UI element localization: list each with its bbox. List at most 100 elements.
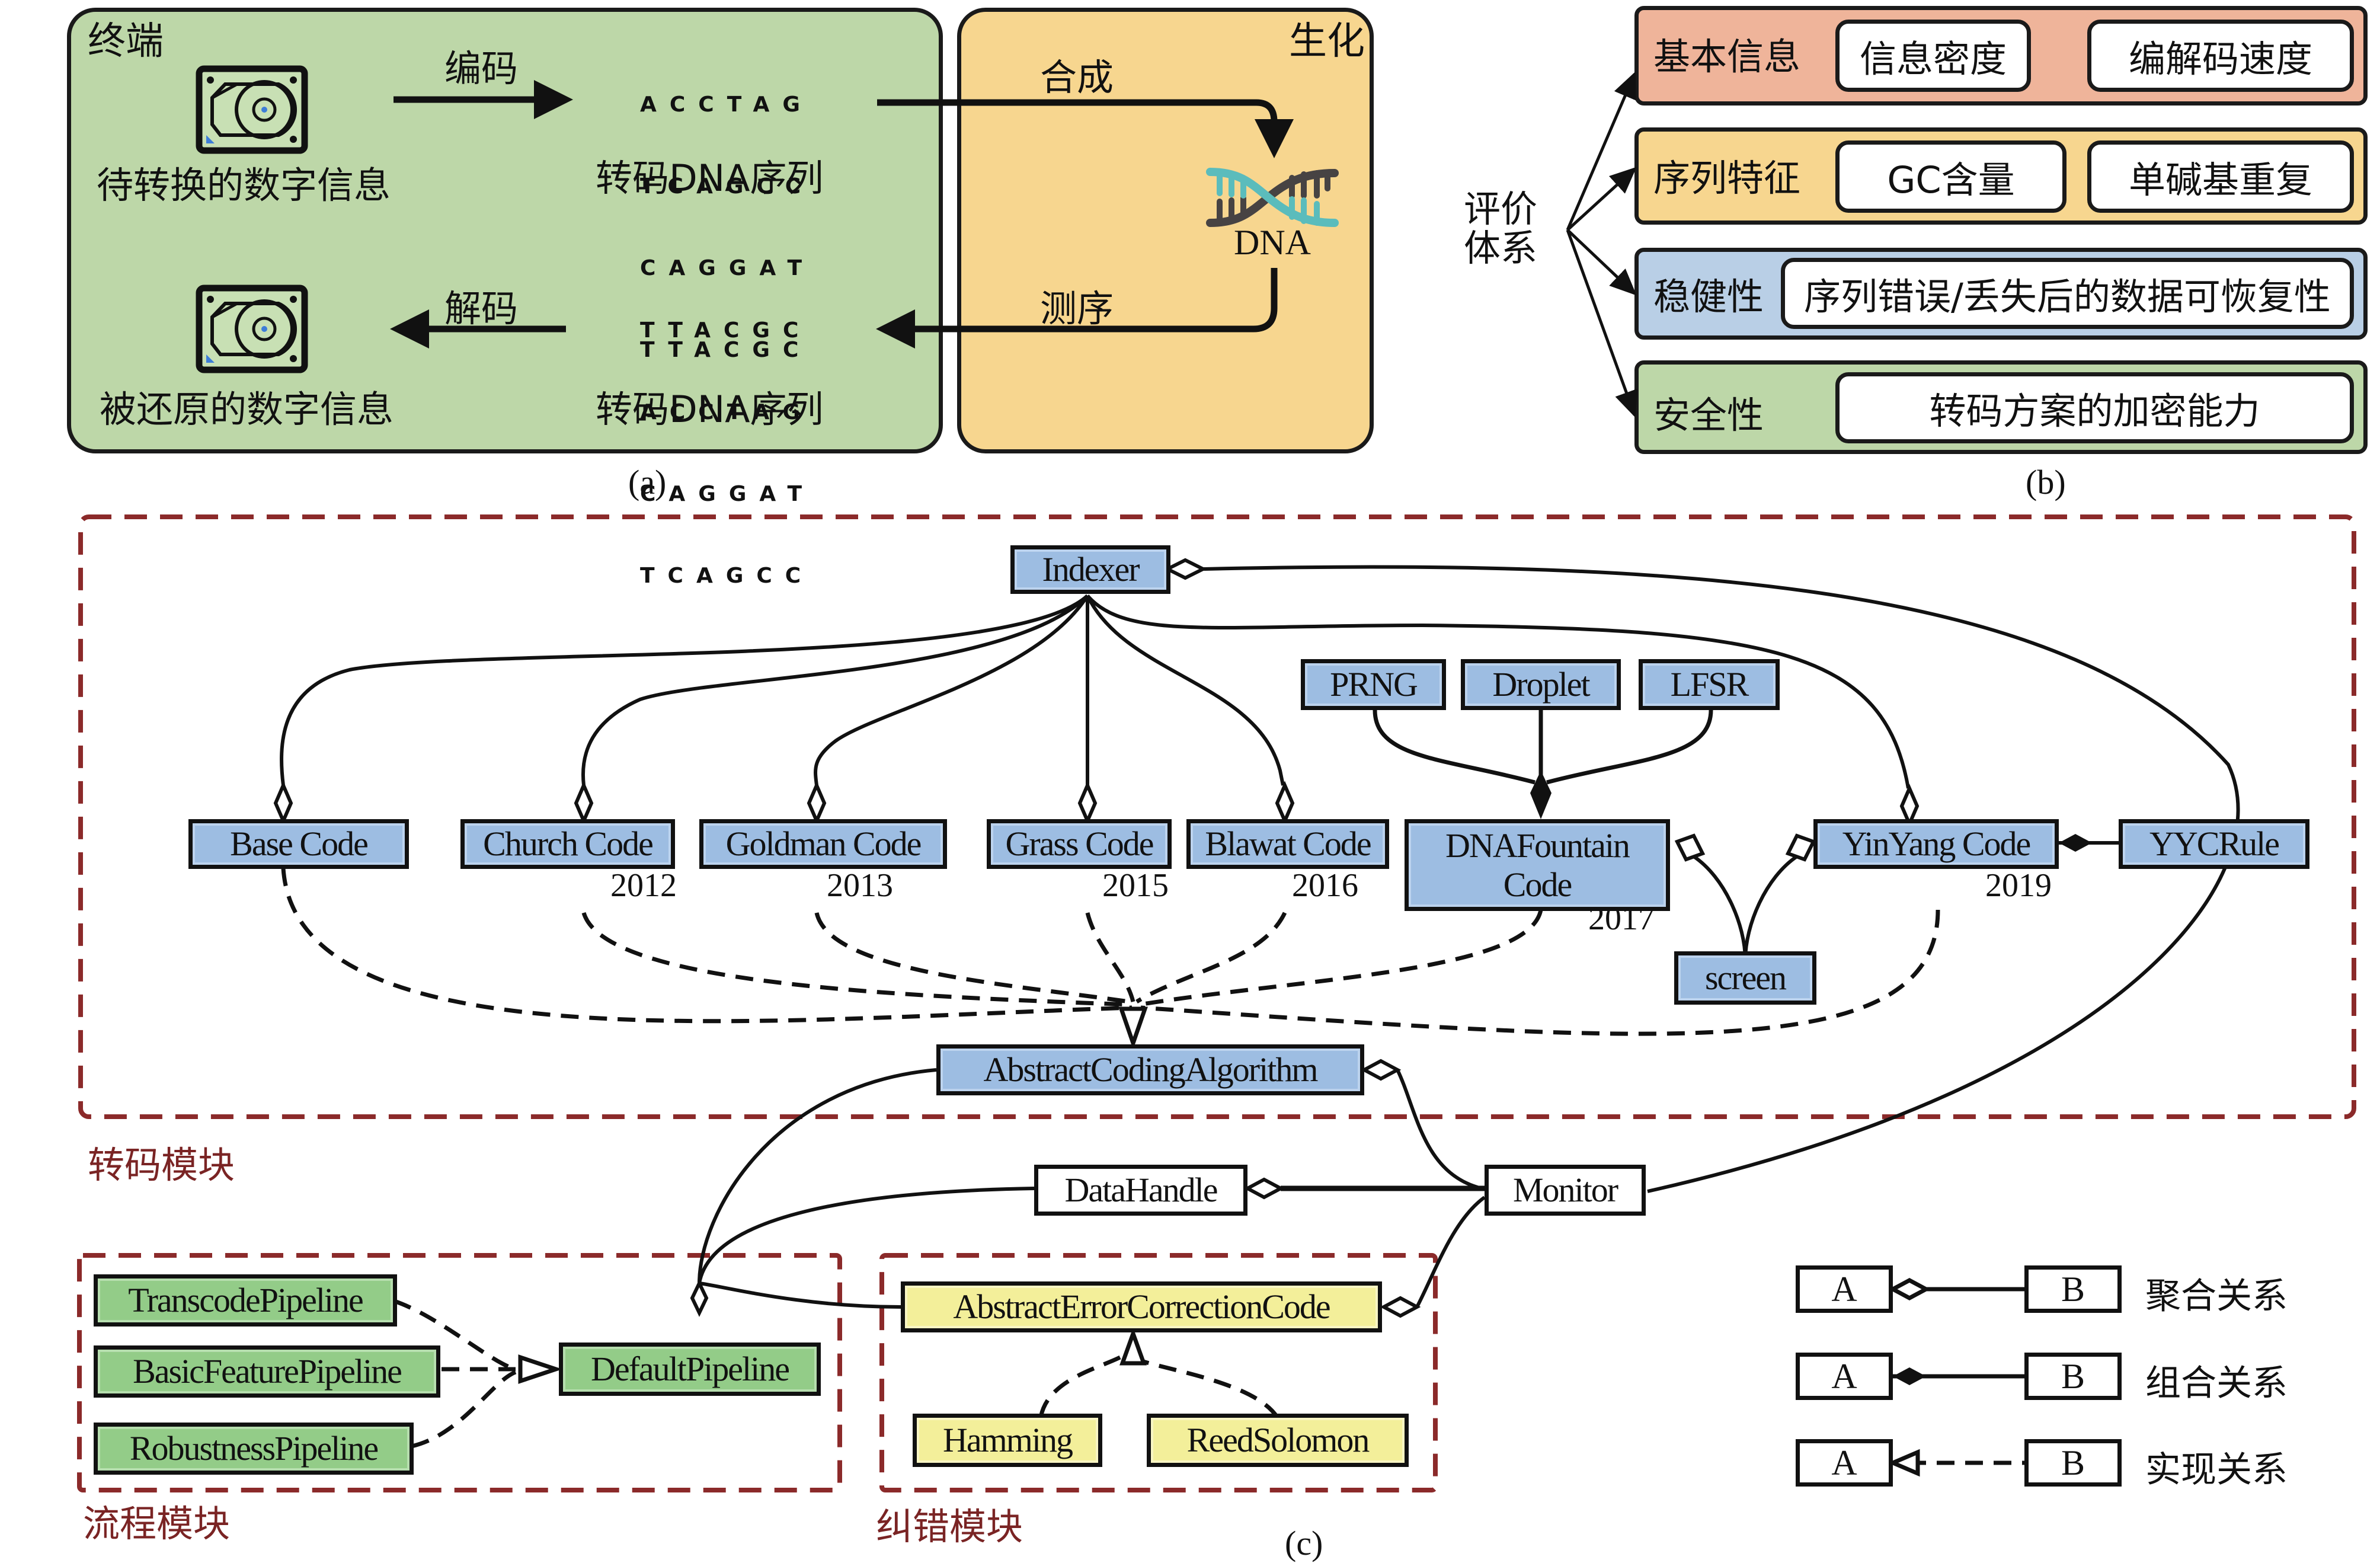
sequence-line: TTACGC <box>640 338 812 362</box>
node-transcode-pipeline: TranscodePipeline <box>94 1274 397 1327</box>
eval-system-root: 评价 体系 <box>1464 190 1537 268</box>
sequencing-arrow <box>876 268 1278 349</box>
hollow-triangles <box>518 1006 1148 1384</box>
legend-box-b: B <box>2024 1353 2122 1400</box>
figure-label-b: (b) <box>2026 463 2066 501</box>
biochem-title: 生化 <box>1289 20 1365 63</box>
eval-item-gc-content: GC含量 <box>1835 140 2066 213</box>
aca-to-monitor <box>1396 1069 1482 1190</box>
panel-a-arrows <box>390 80 1294 349</box>
indexer-aggregations <box>280 565 2240 1193</box>
encoded-sequence: ACCTAG TCAGCC CAGGAT TTACGC <box>640 37 815 391</box>
node-indexer: Indexer <box>1010 545 1170 594</box>
node-label-line: Code <box>1503 865 1572 904</box>
node-lfsr: LFSR <box>1639 659 1780 710</box>
datahandle-to-default-pipeline <box>698 1187 1035 1284</box>
year-dnafountain: 2017 <box>1588 900 1655 937</box>
node-droplet: Droplet <box>1461 659 1621 710</box>
eval-item-homopolymer: 单碱基重复 <box>2087 140 2354 213</box>
eval-item-info-density: 信息密度 <box>1835 20 2031 92</box>
legend-box-a: A <box>1796 1353 1893 1400</box>
node-monitor: Monitor <box>1485 1165 1646 1216</box>
node-grass-code: Grass Code <box>987 819 1172 869</box>
node-hamming: Hamming <box>913 1414 1102 1467</box>
aecc-diamond <box>1380 1296 1421 1318</box>
node-abstract-error-correction-code: AbstractErrorCorrectionCode <box>901 1281 1382 1332</box>
yinyang-screen-diamond <box>1785 833 1816 862</box>
node-yycrule: YYCRule <box>2119 819 2309 869</box>
sequence-line: CAGGAT <box>640 482 815 506</box>
node-label-line: DNAFountain <box>1445 826 1630 865</box>
encode-label: 编码 <box>444 47 519 90</box>
module-label-pipeline: 流程模块 <box>83 1502 231 1545</box>
year-yinyang: 2019 <box>1985 867 2052 904</box>
transcoding-module-box <box>78 514 2356 1119</box>
sequence-line: CAGGAT <box>640 256 815 280</box>
node-base-code: Base Code <box>188 819 409 869</box>
eval-label-security: 安全性 <box>1653 394 1764 437</box>
node-prng: PRNG <box>1301 659 1446 710</box>
node-abstract-coding-algorithm: AbstractCodingAlgorithm <box>936 1044 1364 1095</box>
legend-hollow-diamond <box>1888 1278 1931 1300</box>
figure-label-c: (c) <box>1285 1524 1323 1562</box>
pipeline-module-box <box>77 1253 842 1492</box>
eval-item-codec-speed: 编解码速度 <box>2087 20 2354 92</box>
legend-box-b: B <box>2024 1265 2122 1313</box>
legend-box-a: A <box>1796 1265 1893 1313</box>
legend-text-composition: 组合关系 <box>2145 1363 2288 1404</box>
year-grass: 2015 <box>1102 867 1169 904</box>
sequence-line: ACCTAG <box>640 92 813 117</box>
legend-box-a: A <box>1796 1439 1893 1487</box>
module-label-error-correction: 纠错模块 <box>876 1505 1023 1548</box>
datahandle-diamond <box>1243 1177 1285 1200</box>
eval-item-encryption: 转码方案的加密能力 <box>1835 372 2354 443</box>
synthesis-arrow <box>877 99 1294 158</box>
fountain-filled-diamond <box>1530 771 1552 819</box>
legend-filled-diamond <box>1893 1367 1926 1385</box>
source-data-caption: 待转换的数字信息 <box>97 164 391 207</box>
aecc-to-monitor <box>1415 1196 1486 1308</box>
fountain-compositions <box>1373 709 1713 785</box>
aca-diamond <box>1360 1059 1402 1081</box>
realization-lines <box>281 868 1940 1449</box>
legend-text-realization: 实现关系 <box>2145 1449 2288 1491</box>
module-label-transcoding: 转码模块 <box>88 1143 235 1187</box>
node-datahandle: DataHandle <box>1034 1165 1247 1216</box>
sequence-line: ACCTAG <box>640 400 813 424</box>
synthesis-label: 合成 <box>1040 56 1114 99</box>
figure-label-a: (a) <box>628 463 667 501</box>
dna-label: DNA <box>1234 223 1311 262</box>
sequence-caption-top: 转码DNA序列 <box>596 156 824 200</box>
sequencing-label: 测序 <box>1040 287 1114 330</box>
node-dnafountain-code: DNAFountain Code <box>1405 819 1670 911</box>
sequence-line: TCAGCC <box>640 174 814 199</box>
node-screen: screen <box>1674 951 1816 1005</box>
node-yinyang-code: YinYang Code <box>1813 819 2059 869</box>
dnafountain-screen-diamond <box>1674 833 1706 862</box>
legend-text-aggregation: 聚合关系 <box>2145 1276 2288 1317</box>
terminal-title: 终端 <box>88 20 164 63</box>
indexer-diamond <box>1163 558 1207 580</box>
year-church: 2012 <box>610 867 677 904</box>
module-boxes <box>77 514 2356 1492</box>
node-default-pipeline: DefaultPipeline <box>559 1343 821 1396</box>
panel-b-fan <box>1566 71 1638 418</box>
legend-box-b: B <box>2024 1439 2122 1487</box>
aecc-to-default-pipeline <box>699 1281 901 1309</box>
eval-label-sequence-features: 序列特征 <box>1653 156 1801 200</box>
node-robustness-pipeline: RobustnessPipeline <box>94 1423 414 1475</box>
node-basic-feature-pipeline: BasicFeaturePipeline <box>94 1345 440 1398</box>
dna-helix-icon <box>1206 168 1339 227</box>
aca-to-default-pipeline <box>698 1068 937 1284</box>
restored-data-caption: 被还原的数字信息 <box>100 388 394 431</box>
node-reed-solomon: ReedSolomon <box>1147 1414 1409 1467</box>
year-goldman: 2013 <box>827 867 893 904</box>
hard-drive-icon <box>196 65 308 154</box>
sequence-line: TTACGC <box>640 318 812 343</box>
sequence-line: TCAGCC <box>640 564 814 588</box>
biochem-panel <box>957 8 1374 453</box>
root-label-line: 体系 <box>1464 226 1538 270</box>
node-blawat-code: Blawat Code <box>1186 819 1389 869</box>
decoded-sequence: TTACGC ACCTAG CAGGAT TCAGCC <box>640 263 815 617</box>
node-church-code: Church Code <box>460 819 675 869</box>
